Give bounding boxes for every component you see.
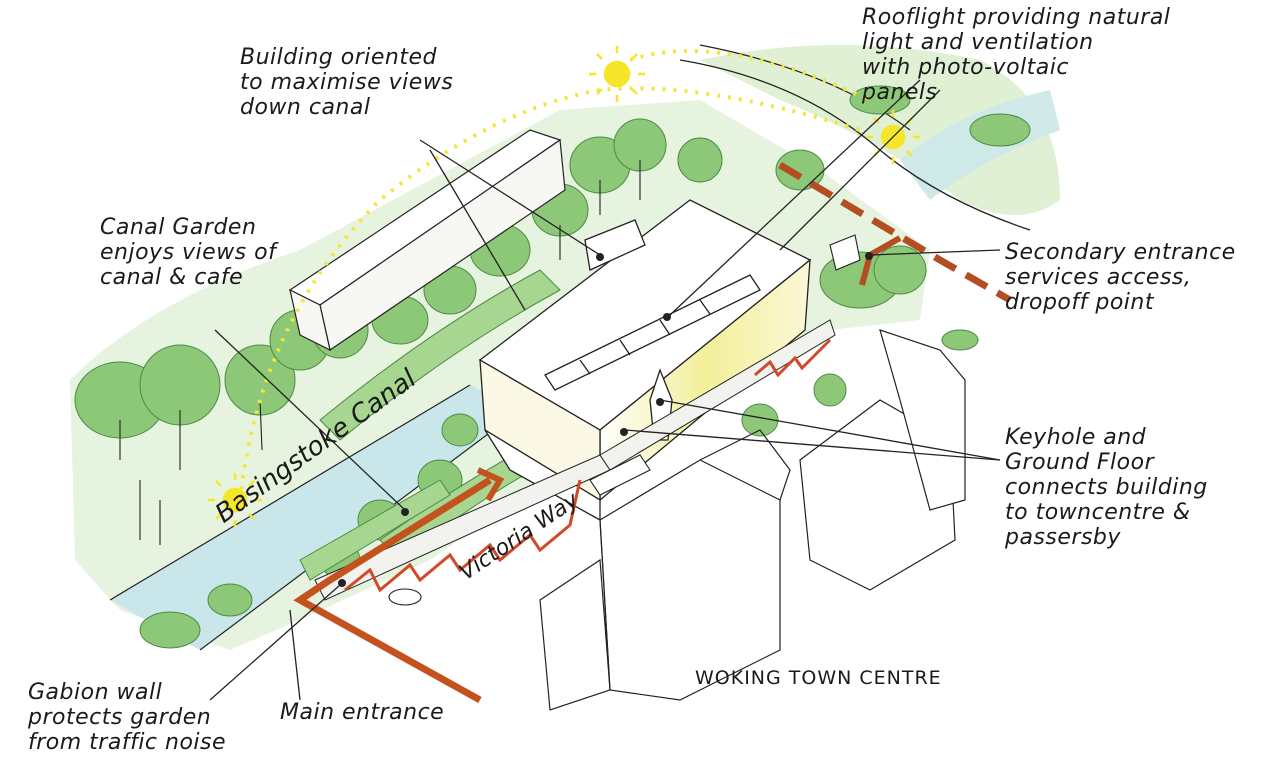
- rooflight-panels: [544, 274, 761, 391]
- leader-lines: [209, 79, 1001, 701]
- sun-icon: [222, 60, 906, 513]
- keyhole-annotation: Keyhole and Ground Floor connects buildi…: [1005, 425, 1208, 550]
- canal-water: [110, 385, 520, 650]
- sun-path-upper: [629, 49, 871, 102]
- canal-garden-annotation: Canal Garden enjoys views of canal & caf…: [100, 215, 277, 290]
- rooflight-annotation: Rooflight providing natural light and ve…: [862, 5, 1171, 105]
- views-annotation: Building oriented to maximise views down…: [240, 45, 454, 120]
- upper-right-canal: [900, 90, 1060, 200]
- tree-trunks: [119, 160, 641, 545]
- main-entrance-annotation: Main entrance: [280, 700, 445, 725]
- vehicles: [388, 234, 861, 606]
- leader-dots: [338, 252, 873, 587]
- sun-path: [238, 86, 861, 501]
- canal-edge: [109, 384, 471, 601]
- sun-rays: [208, 46, 920, 527]
- secondary-entrance-annotation: Secondary entrance services access, drop…: [1005, 240, 1236, 315]
- main-entrance-path: [293, 477, 492, 704]
- upper-right-land: [700, 45, 1060, 215]
- secondary-entrance-path: [778, 161, 1012, 304]
- gabion-annotation: Gabion wall protects garden from traffic…: [28, 680, 227, 755]
- zigzag-steps: [344, 479, 582, 593]
- main-entrance-arrow: [476, 467, 505, 502]
- upper-right-road-edge: [699, 44, 911, 131]
- background-building: [288, 129, 566, 352]
- town-centre-label: WOKING TOWN CENTRE: [695, 667, 942, 689]
- zigzag-steps-upper: [754, 338, 832, 378]
